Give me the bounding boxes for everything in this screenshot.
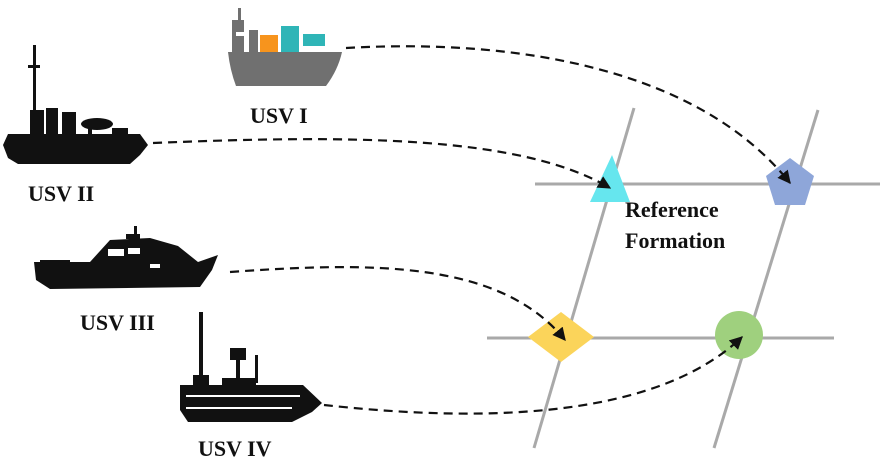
circle-marker	[715, 311, 763, 359]
arrow-usv2-to-triangle	[152, 138, 612, 189]
reference-formation-label-line1: Reference	[625, 197, 719, 222]
diamond-marker	[528, 312, 594, 362]
usv1-cargo-ship-icon	[228, 8, 342, 86]
reference-grid	[487, 107, 880, 449]
usv3-yacht-icon	[34, 226, 218, 289]
usv1-label: USV I	[250, 103, 308, 128]
arrow-usv1-to-pentagon	[345, 45, 791, 185]
usv2-label: USV II	[28, 181, 94, 206]
usv2-warship-icon	[3, 45, 148, 164]
usv4-unmanned-vessel-icon	[180, 312, 322, 422]
usv3-label: USV III	[80, 310, 155, 335]
triangle-marker	[590, 155, 630, 202]
usv3-windows	[108, 248, 160, 268]
grid-diagonal-right	[712, 109, 820, 449]
assignment-arrows	[152, 45, 791, 415]
reference-formation-label-line2: Formation	[625, 228, 725, 253]
usv4-hull-stripes	[186, 395, 300, 409]
grid-diagonal-left	[532, 107, 636, 449]
usv4-label: USV IV	[198, 436, 272, 461]
arrow-usv4-to-circle	[323, 336, 743, 415]
arrow-usv3-to-diamond	[229, 266, 566, 342]
